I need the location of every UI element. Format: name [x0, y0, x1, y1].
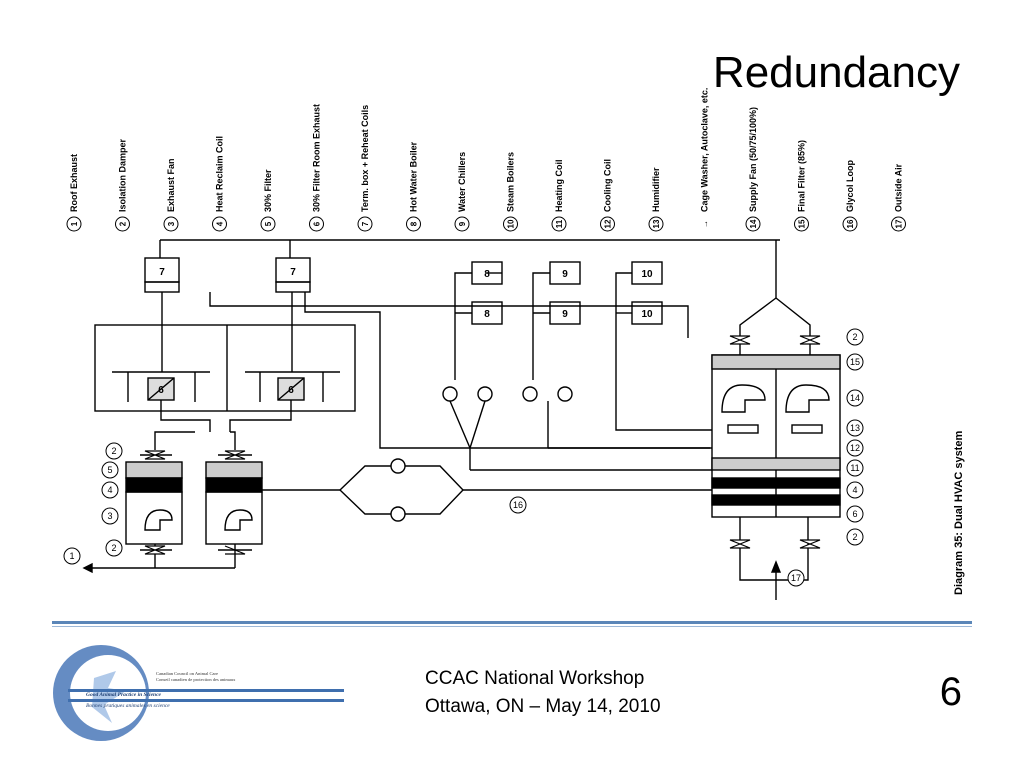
legend-label: Heating Coil	[554, 159, 564, 212]
steam-boiler-label: 10	[641, 269, 653, 280]
legend-item: 2 Isolation Damper	[115, 138, 130, 232]
callout-number: 2	[852, 332, 857, 342]
terminal-box-label: 7	[290, 267, 296, 278]
callout-number: 5	[107, 465, 112, 475]
legend-label: Final Filter (85%)	[797, 140, 807, 212]
footer-text: CCAC National Workshop Ottawa, ON – May …	[425, 665, 661, 721]
legend-item: 11 Heating Coil	[551, 159, 567, 232]
legend-label: Steam Boilers	[506, 152, 516, 212]
legend-label: Hot Water Boiler	[409, 141, 419, 212]
footer-divider	[52, 621, 972, 624]
chiller-label: 9	[562, 309, 568, 320]
legend-label: Outside Air	[894, 163, 904, 212]
legend-number: 14	[749, 219, 758, 228]
legend-label: Term. box + Reheat Coils	[360, 105, 370, 212]
callout-number: 13	[850, 423, 860, 433]
ccac-logo: Canadian Council on Animal Care Conseil …	[53, 645, 344, 741]
legend-number: 4	[216, 221, 225, 226]
terminal-box-label: 7	[159, 267, 165, 278]
legend-label: Isolation Damper	[118, 138, 128, 212]
legend-number: 9	[458, 221, 467, 226]
room-exhaust-label: 6	[288, 385, 294, 396]
footer-location-date: Ottawa, ON – May 14, 2010	[425, 696, 661, 717]
legend-label: Roof Exhaust	[69, 154, 79, 212]
legend-item: 13 Humidifier	[648, 167, 664, 232]
legend-number: 15	[798, 219, 807, 228]
legend-label: Humidifier	[651, 167, 661, 212]
diagram-legend: 1 Roof Exhaust 2 Isolation Damper 3 Exhaust F…	[66, 88, 906, 232]
legend-label: Cooling Coil	[603, 159, 613, 212]
legend-label: Water Chillers	[457, 152, 467, 212]
legend-item: 9 Water Chillers	[454, 152, 470, 232]
diagram-caption: Diagram 35: Dual HVAC system	[953, 431, 965, 595]
logo-tag-en: Good Animal Practice in Science	[86, 692, 162, 698]
legend-item: 10 Steam Boilers	[503, 152, 518, 232]
legend-label: Exhaust Fan	[166, 158, 176, 212]
legend-item: 6 30% Filter Room Exhaust	[309, 104, 324, 232]
right-callouts: 2 15 14 13 12 11 4 6 2 16 17	[509, 328, 864, 587]
legend-label: 30% Filter	[263, 169, 273, 212]
callout-number: 12	[850, 443, 860, 453]
legend-number: 2	[119, 221, 128, 226]
callout-number: 2	[852, 532, 857, 542]
legend-number: 1	[70, 221, 79, 226]
legend-item: 5 30% Filter	[260, 169, 276, 232]
callout-number: 1	[69, 551, 74, 561]
legend-item: 17 Outside Air	[891, 163, 906, 232]
left-callouts: 2 5 4 3 2 1	[63, 442, 123, 565]
room-exhaust-label: 6	[158, 385, 164, 396]
legend-item: 12 Cooling Coil	[600, 159, 615, 232]
legend-label: Glycol Loop	[845, 159, 855, 212]
legend-number: 6	[313, 221, 322, 226]
legend-number: 16	[846, 219, 855, 228]
dual-hvac-diagram: 7 7 6 6 8 8 9 9 10 10 2 5 4 3 2 1 2 15 1…	[63, 88, 965, 600]
legend-number: 5	[264, 221, 273, 226]
logo-org-fr: Conseil canadien de protection des anima…	[156, 677, 236, 682]
legend-number: 10	[507, 219, 516, 228]
footer-event: CCAC National Workshop	[425, 668, 645, 689]
legend-number: 17	[895, 219, 904, 228]
callout-number: 4	[852, 485, 857, 495]
callout-number: 3	[107, 511, 112, 521]
steam-boiler-label: 10	[641, 309, 653, 320]
legend-item: 8 Hot Water Boiler	[406, 141, 421, 232]
callout-number: 2	[111, 446, 116, 456]
callout-number: 14	[850, 393, 860, 403]
legend-item: 1 Roof Exhaust	[66, 154, 82, 232]
callout-number: 16	[513, 500, 523, 510]
legend-number: 3	[167, 221, 176, 226]
legend-item: 3 Exhaust Fan	[163, 158, 179, 232]
chiller-label: 9	[562, 269, 568, 280]
legend-label: Cage Washer, Autoclave, etc.	[700, 88, 710, 212]
legend-item: → Cage Washer, Autoclave, etc.	[697, 88, 712, 231]
legend-label: Supply Fan (50/75/100%)	[748, 107, 758, 212]
logo-tag-fr: Bonnes pratiques animales en science	[86, 703, 170, 709]
callout-number: 11	[850, 463, 859, 473]
callout-number: 2	[111, 543, 116, 553]
footer-divider-thin	[52, 626, 972, 627]
legend-number: 7	[361, 221, 370, 226]
boiler-label: 8	[484, 309, 490, 320]
legend-label: Heat Reclaim Coil	[215, 136, 225, 212]
slide-title: Redundancy	[712, 48, 960, 97]
callout-number: 15	[850, 357, 860, 367]
callout-number: 6	[852, 509, 857, 519]
legend-item: 14 Supply Fan (50/75/100%)	[745, 107, 761, 232]
legend-item: 16 Glycol Loop	[842, 159, 858, 232]
legend-number: →	[701, 220, 710, 228]
callout-number: 4	[107, 485, 112, 495]
legend-item: 4 Heat Reclaim Coil	[212, 136, 227, 232]
legend-item: 15 Final Filter (85%)	[794, 140, 809, 232]
legend-number: 11	[555, 219, 564, 228]
boiler-label: 8	[484, 269, 490, 280]
legend-number: 12	[604, 219, 613, 228]
logo-org-en: Canadian Council on Animal Care	[156, 671, 218, 676]
slide-number: 6	[939, 670, 962, 714]
legend-item: 7 Term. box + Reheat Coils	[357, 105, 373, 232]
legend-number: 8	[410, 221, 419, 226]
legend-label: 30% Filter Room Exhaust	[312, 104, 322, 212]
callout-number: 17	[791, 573, 801, 583]
legend-number: 13	[652, 219, 661, 228]
